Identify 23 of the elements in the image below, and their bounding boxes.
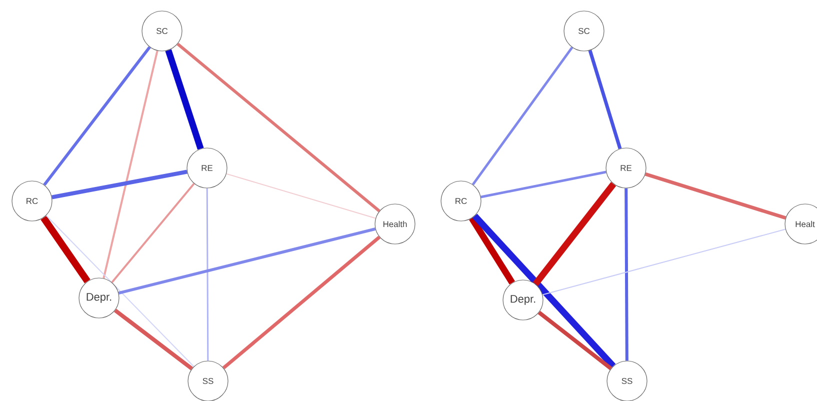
edge-line bbox=[114, 308, 194, 370]
edge-line bbox=[644, 172, 786, 220]
edge-line bbox=[542, 228, 786, 296]
edge-line bbox=[46, 215, 194, 367]
edge-line bbox=[472, 46, 574, 186]
edge-line bbox=[111, 182, 195, 284]
edge-line bbox=[226, 173, 376, 219]
edge-line bbox=[532, 182, 616, 286]
edge-line bbox=[165, 49, 204, 150]
edge-line bbox=[624, 188, 628, 361]
edge-line bbox=[43, 46, 151, 186]
edge-line bbox=[472, 214, 616, 368]
edge-line bbox=[538, 310, 612, 370]
edge-line bbox=[469, 216, 515, 285]
edge-line bbox=[102, 50, 158, 278]
edge-line bbox=[52, 170, 188, 200]
edge-line bbox=[222, 236, 381, 370]
edge-line bbox=[480, 170, 606, 198]
edge-line bbox=[176, 42, 380, 212]
edge-line bbox=[118, 227, 376, 295]
edge-line bbox=[40, 216, 90, 284]
edge-line bbox=[206, 188, 209, 361]
edge-line bbox=[588, 50, 622, 150]
